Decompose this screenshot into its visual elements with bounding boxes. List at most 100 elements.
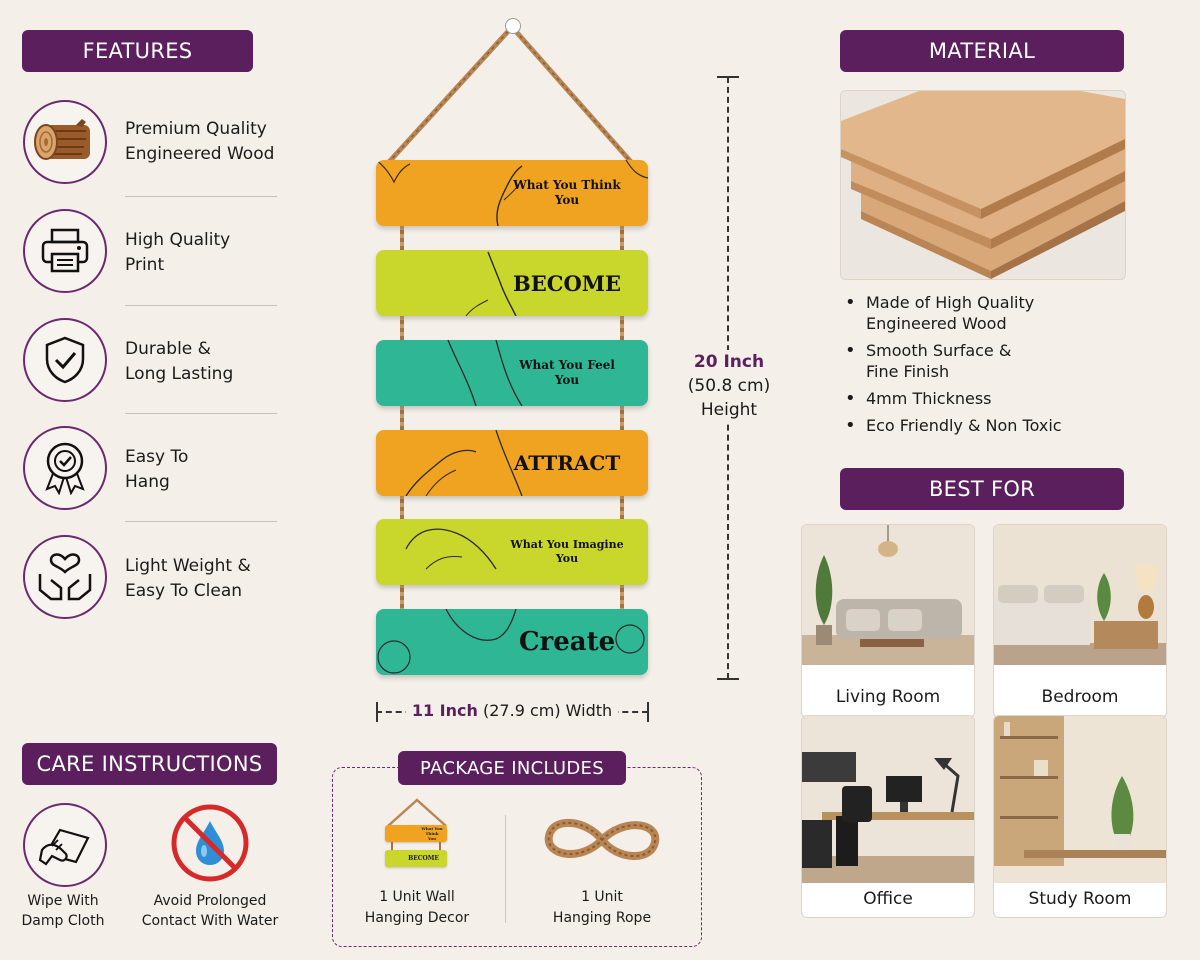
care-label: Avoid Prolonged Contact With Water: [140, 891, 280, 931]
feature-icon-circle: [23, 318, 107, 402]
height-tick-bottom: [717, 678, 739, 680]
bullet-line: Made of High Quality: [866, 293, 1035, 312]
line-art: [447, 340, 523, 406]
plank-5: What You Imagine You: [376, 519, 648, 585]
plank-text-line2: You: [554, 373, 580, 387]
printer-icon: [41, 228, 89, 273]
height-cm: (50.8 cm): [687, 376, 771, 396]
plank-text-line1: What You Feel: [519, 358, 615, 372]
line-art: [376, 160, 648, 226]
material-bullet: Made of High Quality Engineered Wood: [845, 292, 1062, 334]
feature-line1: Easy To: [125, 447, 189, 467]
divider: [125, 413, 277, 414]
feature-text: Premium Quality Engineered Wood: [125, 117, 274, 167]
best-for-heading: BEST FOR: [840, 468, 1124, 510]
plank-6: Create: [376, 609, 648, 675]
line-art: [405, 430, 523, 496]
width-rest: (27.9 cm) Width: [483, 701, 613, 720]
feature-line1: Premium Quality: [125, 119, 267, 139]
plank-text: What You Imagine You: [510, 538, 623, 566]
package-heading-text: PACKAGE INCLUDES: [420, 757, 604, 779]
care-heading-text: CARE INSTRUCTIONS: [36, 752, 263, 776]
feature-icon-circle: [23, 535, 107, 619]
height-value: 20 Inch: [693, 352, 765, 372]
care-line2: Contact With Water: [141, 913, 279, 929]
divider: [125, 196, 277, 197]
material-heading: MATERIAL: [840, 30, 1124, 72]
plank-text: Create: [518, 627, 616, 657]
plank-2: BECOME: [376, 250, 648, 316]
room-card-office: Office: [801, 715, 975, 918]
care-label: Wipe With Damp Cloth: [8, 891, 118, 931]
feature-text: Light Weight & Easy To Clean: [125, 554, 251, 604]
material-photo: [840, 90, 1126, 280]
feature-text: Durable & Long Lasting: [125, 337, 233, 387]
room-label: Office: [863, 889, 913, 909]
living-room-photo: [802, 525, 974, 665]
care-line1: Wipe With: [27, 893, 99, 909]
wall-nail: [505, 18, 521, 34]
rope-segment: [400, 312, 404, 346]
material-bullet: Eco Friendly & Non Toxic: [845, 415, 1062, 436]
feature-line1: Durable &: [125, 339, 211, 359]
feature-text: Easy To Hang: [125, 445, 188, 495]
room-label: Study Room: [1028, 889, 1132, 909]
mdf-boards-image: [841, 91, 1125, 279]
line-art: [465, 251, 517, 316]
feature-text: High Quality Print: [125, 228, 230, 278]
features-heading-text: FEATURES: [82, 39, 193, 63]
features-heading: FEATURES: [22, 30, 253, 72]
package-line1: 1 Unit: [581, 889, 623, 905]
feature-line1: Light Weight &: [125, 556, 251, 576]
rope-segment: [620, 580, 624, 614]
divider: [125, 521, 277, 522]
wood-log-icon: [34, 119, 90, 160]
room-card-bedroom: Bedroom: [993, 524, 1167, 718]
rope-segment: [620, 222, 624, 256]
shield-check-icon: [45, 336, 85, 384]
package-line1: 1 Unit Wall: [379, 889, 455, 905]
plank-text-line1: What You Imagine: [510, 538, 624, 551]
no-water-icon: [171, 804, 249, 882]
care-icon-circle: [170, 803, 250, 883]
material-bullet-list: Made of High Quality Engineered Wood Smo…: [845, 292, 1062, 442]
width-tick-left: [376, 702, 378, 722]
feature-icon-circle: [23, 209, 107, 293]
hanging-rope: [386, 23, 634, 165]
plank-4: ATTRACT: [376, 430, 648, 496]
hands-heart-icon: [38, 553, 92, 601]
plank-1: What You Think You: [376, 160, 648, 226]
height-word: Height: [700, 400, 758, 420]
feature-line2: Easy To Clean: [125, 581, 243, 601]
care-line1: Avoid Prolonged: [153, 893, 267, 909]
line-art: [377, 609, 645, 674]
plank-text-line2: You: [554, 193, 580, 207]
package-item-label: 1 Unit Hanging Rope: [537, 887, 667, 929]
divider: [125, 305, 277, 306]
feature-line2: Engineered Wood: [125, 144, 275, 164]
feature-line2: Long Lasting: [125, 364, 234, 384]
rope-segment: [620, 491, 624, 525]
care-icon-circle: [23, 803, 107, 887]
width-label: 11 Inch (27.9 cm) Width: [406, 701, 618, 720]
mini-rope-left: [391, 842, 393, 850]
study-room-photo: [994, 716, 1166, 883]
best-for-heading-text: BEST FOR: [928, 477, 1036, 501]
material-bullet: 4mm Thickness: [845, 388, 1062, 409]
line-art: [405, 528, 497, 570]
bullet-line: Eco Friendly & Non Toxic: [866, 416, 1062, 435]
package-divider: [505, 815, 506, 923]
mini-rope-right: [439, 842, 441, 850]
material-heading-text: MATERIAL: [928, 39, 1036, 63]
plank-text-line2: You: [555, 552, 579, 565]
care-line2: Damp Cloth: [21, 913, 105, 929]
care-heading: CARE INSTRUCTIONS: [22, 743, 277, 785]
width-value: 11 Inch: [411, 701, 478, 720]
mini-plank-1: What You Think You: [385, 825, 447, 842]
rope-segment: [620, 312, 624, 346]
bullet-line: Smooth Surface &: [866, 341, 1012, 360]
plank-3: What You Feel You: [376, 340, 648, 406]
coiled-rope-image: [544, 818, 660, 860]
plank-text: What You Feel You: [519, 358, 615, 388]
room-card-living-room: Living Room: [801, 524, 975, 718]
